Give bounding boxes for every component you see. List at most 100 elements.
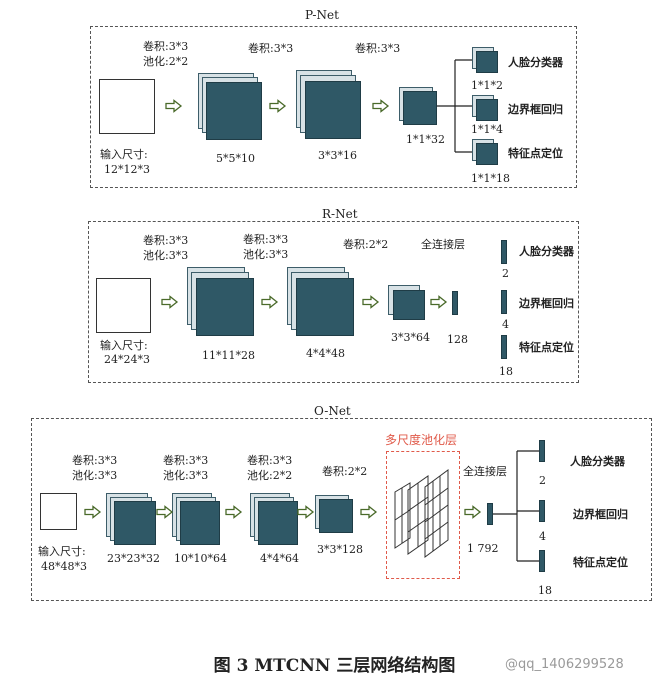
rnet-arrow-3 [362, 295, 379, 309]
onet-arrow-5 [360, 505, 377, 519]
rnet-input-image [96, 278, 151, 333]
pnet-out1-name: 人脸分类器 [508, 56, 563, 69]
pnet-conv1-label: 卷积:3*3 [143, 40, 189, 53]
rnet-layer2-size: 4*4*48 [306, 347, 345, 360]
watermark: @qq_1406299528 [505, 657, 624, 672]
rnet-input-size: 24*24*3 [104, 353, 150, 366]
pnet-panel [90, 26, 577, 188]
rnet-conv3-label: 卷积:2*2 [343, 238, 389, 251]
onet-layer2-front [180, 501, 220, 545]
rnet-layer3-front [393, 290, 425, 320]
onet-pool1-label: 池化:3*3 [72, 469, 118, 482]
onet-out1-bar [539, 440, 545, 462]
onet-arrow-4 [297, 505, 314, 519]
pnet-title: P-Net [305, 8, 339, 22]
onet-fc-bar [487, 503, 493, 525]
pnet-out1-block [476, 51, 498, 73]
rnet-conv1-label: 卷积:3*3 [143, 234, 189, 247]
pnet-out2-block [476, 99, 498, 121]
pnet-layer1-size: 5*5*10 [216, 152, 255, 165]
rnet-out1-size: 2 [502, 267, 509, 280]
pnet-out3-name: 特征点定位 [508, 147, 563, 160]
onet-conv2-label: 卷积:3*3 [163, 454, 209, 467]
onet-conv3-label: 卷积:3*3 [247, 454, 293, 467]
onet-panel [31, 418, 652, 601]
pnet-conv2-label: 卷积:3*3 [248, 42, 294, 55]
pnet-arrow-3 [372, 99, 389, 113]
onet-out3-name: 特征点定位 [573, 556, 628, 569]
onet-spp-grid [394, 469, 449, 558]
pnet-arrow-2 [269, 99, 286, 113]
onet-layer3-size: 4*4*64 [260, 552, 299, 565]
rnet-pool1-label: 池化:3*3 [143, 249, 189, 262]
onet-arrow-6 [464, 505, 481, 519]
pnet-branch-lines [437, 59, 472, 153]
pnet-out3-block [476, 143, 498, 165]
pnet-layer2-front [305, 81, 361, 139]
pnet-input-image [99, 79, 155, 134]
rnet-layer1-size: 11*11*28 [202, 349, 255, 362]
pnet-layer3-size: 1*1*32 [406, 133, 445, 146]
rnet-out3-size: 18 [499, 365, 513, 378]
rnet-layer2-front [296, 278, 354, 336]
onet-out2-name: 边界框回归 [573, 508, 628, 521]
rnet-layer1-front [196, 278, 254, 336]
rnet-fc-size: 128 [447, 333, 468, 346]
onet-arrow-2 [156, 505, 173, 519]
onet-conv4-label: 卷积:2*2 [322, 465, 368, 478]
onet-layer4-front [319, 499, 353, 533]
onet-title: O-Net [314, 404, 351, 418]
rnet-out2-size: 4 [502, 318, 509, 331]
rnet-layer3-size: 3*3*64 [391, 331, 430, 344]
onet-layer4-size: 3*3*128 [317, 543, 363, 556]
onet-conv1-label: 卷积:3*3 [72, 454, 118, 467]
onet-pool3-label: 池化:2*2 [247, 469, 293, 482]
rnet-out2-bar [501, 290, 507, 314]
pnet-out3-size: 1*1*18 [471, 172, 510, 185]
pnet-out2-size: 1*1*4 [471, 123, 503, 136]
rnet-out1-name: 人脸分类器 [519, 245, 574, 258]
rnet-input-label: 输入尺寸: [100, 339, 148, 352]
rnet-fc-label: 全连接层 [421, 238, 465, 251]
rnet-pool2-label: 池化:3*3 [243, 248, 289, 261]
onet-arrow-3 [225, 505, 242, 519]
figure-caption: 图 3 MTCNN 三层网络结构图 [213, 656, 456, 676]
rnet-panel [88, 221, 579, 383]
rnet-out1-bar [501, 240, 507, 264]
pnet-out2-name: 边界框回归 [508, 103, 563, 116]
onet-spp-box [386, 451, 460, 579]
onet-branch-lines [493, 450, 539, 562]
onet-input-label: 输入尺寸: [38, 545, 86, 558]
onet-input-size: 48*48*3 [41, 560, 87, 573]
rnet-arrow-2 [261, 295, 278, 309]
pnet-layer1-front [206, 82, 262, 140]
pnet-layer2-size: 3*3*16 [318, 149, 357, 162]
rnet-arrow-1 [161, 295, 178, 309]
rnet-out2-name: 边界框回归 [519, 297, 574, 310]
pnet-out1-size: 1*1*2 [471, 79, 503, 92]
onet-spp-label: 多尺度池化层 [385, 433, 458, 447]
onet-fc-size: 1 792 [467, 542, 499, 555]
onet-fc-label: 全连接层 [463, 465, 507, 478]
pnet-conv3-label: 卷积:3*3 [355, 42, 401, 55]
pnet-pool1-label: 池化:2*2 [143, 55, 189, 68]
onet-arrow-1 [84, 505, 101, 519]
pnet-input-size: 12*12*3 [104, 163, 150, 176]
rnet-fc-bar [452, 291, 458, 315]
onet-layer2-size: 10*10*64 [174, 552, 227, 565]
rnet-out3-bar [501, 335, 507, 359]
onet-out2-size: 4 [539, 530, 546, 543]
onet-out1-size: 2 [539, 474, 546, 487]
onet-input-image [40, 493, 77, 530]
onet-out3-size: 18 [538, 584, 552, 597]
pnet-input-label: 输入尺寸: [100, 148, 148, 161]
rnet-title: R-Net [322, 207, 358, 221]
onet-out1-name: 人脸分类器 [570, 455, 625, 468]
onet-layer1-size: 23*23*32 [107, 552, 160, 565]
onet-pool2-label: 池化:3*3 [163, 469, 209, 482]
rnet-out3-name: 特征点定位 [519, 341, 574, 354]
onet-layer1-front [114, 501, 156, 545]
rnet-arrow-4 [430, 295, 447, 309]
onet-out3-bar [539, 550, 545, 572]
